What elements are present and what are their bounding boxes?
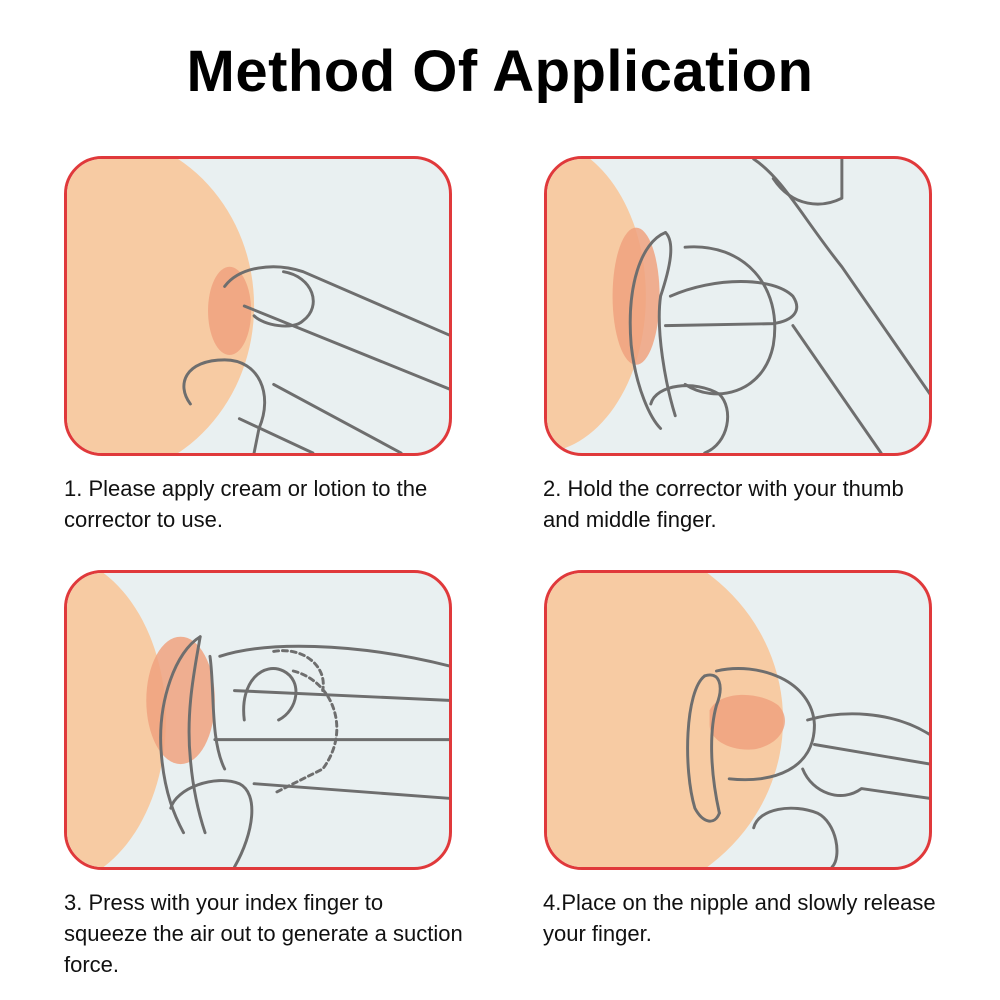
finger-lower: [812, 743, 929, 766]
corrector-inner-rim: [187, 635, 207, 835]
step-3-illustration: [64, 570, 452, 870]
middle-finger-outline: [664, 280, 799, 328]
corrector-dome: [714, 667, 816, 782]
step-4-illustration: [544, 570, 932, 870]
finger-lower-edge: [242, 304, 449, 391]
thumb-outline: [752, 806, 839, 867]
breast-shape: [67, 573, 166, 867]
palm-line: [252, 782, 449, 800]
dashed-finger-motion: [272, 669, 339, 795]
breast-shape: [547, 159, 646, 453]
finger-upper: [806, 712, 929, 736]
thumb-outline: [771, 159, 844, 206]
page-title: Method Of Application: [186, 39, 814, 104]
step-4-caption: 4.Place on the nipple and slowly release…: [543, 890, 936, 946]
corrector-inner-rim: [703, 673, 722, 815]
step-2-illustration: [544, 156, 932, 456]
fingertip-outline: [252, 270, 315, 328]
nipple-area: [709, 694, 785, 750]
palm-line: [272, 382, 403, 453]
index-finger-upper: [218, 644, 449, 668]
breast-shape: [67, 159, 255, 453]
index-finger-lower: [233, 689, 449, 702]
step-1-caption: 1. Please apply cream or lotion to the c…: [64, 476, 428, 532]
nipple-area: [612, 227, 660, 365]
step-1-illustration: [64, 156, 452, 456]
corrector-rim: [628, 231, 667, 430]
hand-lower-edge: [791, 324, 883, 453]
index-finger-outline: [223, 265, 449, 337]
nipple-area: [208, 266, 252, 355]
holding-corrector-drawing: [547, 159, 929, 453]
dashed-finger-outline: [272, 649, 325, 693]
corrector-outer-rim: [686, 674, 721, 823]
thumb-outline: [169, 779, 254, 867]
lower-finger-outline: [649, 384, 730, 453]
nipple-area: [146, 636, 215, 765]
corrector-wall: [208, 654, 227, 771]
breast-shape: [547, 573, 784, 867]
thumb-outline: [182, 358, 267, 453]
hand-edge: [237, 417, 315, 453]
step-2-caption: 2. Hold the corrector with your thumb an…: [543, 476, 904, 532]
hand-line: [801, 767, 929, 800]
finger-applying-cream-drawing: [67, 159, 449, 453]
corrector-outer-rim: [159, 635, 202, 835]
placing-corrector-drawing: [547, 573, 929, 867]
corrector-dome: [683, 245, 777, 396]
step-3-caption: 3. Press with your index finger to squee…: [64, 890, 463, 977]
pressing-corrector-drawing: [67, 573, 449, 867]
hand-upper-edge: [752, 159, 929, 396]
